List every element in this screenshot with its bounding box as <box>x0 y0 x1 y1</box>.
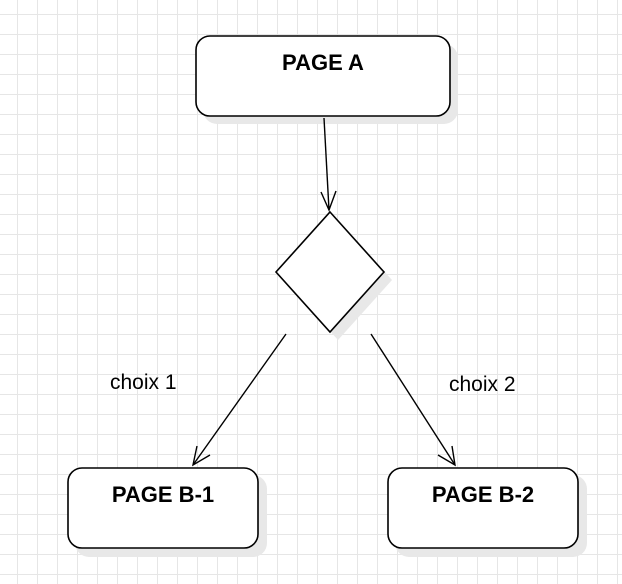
node-page-b1-box[interactable] <box>67 467 259 549</box>
decision-node[interactable] <box>274 210 392 340</box>
arrowhead-icon <box>437 445 456 467</box>
node-page-b2-box[interactable] <box>387 467 579 549</box>
edge-line <box>370 333 456 466</box>
node-page-a-label: PAGE A <box>282 50 364 75</box>
edge-choice-2: choix 2 <box>370 333 516 467</box>
edge-choice-2-label: choix 2 <box>449 373 516 396</box>
node-page-b2[interactable]: PAGE B-2 <box>387 467 587 557</box>
node-page-b1-label: PAGE B-1 <box>112 482 214 507</box>
node-page-a-box[interactable] <box>195 35 451 117</box>
decision-diamond[interactable] <box>274 210 386 334</box>
edge-choice-1: choix 1 <box>110 333 287 467</box>
edge-line <box>323 117 330 211</box>
node-page-b2-label: PAGE B-2 <box>432 482 534 507</box>
arrowhead-icon <box>191 445 211 467</box>
node-page-a[interactable]: PAGE A <box>195 35 458 124</box>
arrowhead-icon <box>320 190 337 212</box>
edge-choice-1-label: choix 1 <box>110 371 177 394</box>
edge-line <box>192 333 287 466</box>
edge-page-a-to-decision <box>320 117 337 212</box>
node-page-b1[interactable]: PAGE B-1 <box>67 467 267 557</box>
